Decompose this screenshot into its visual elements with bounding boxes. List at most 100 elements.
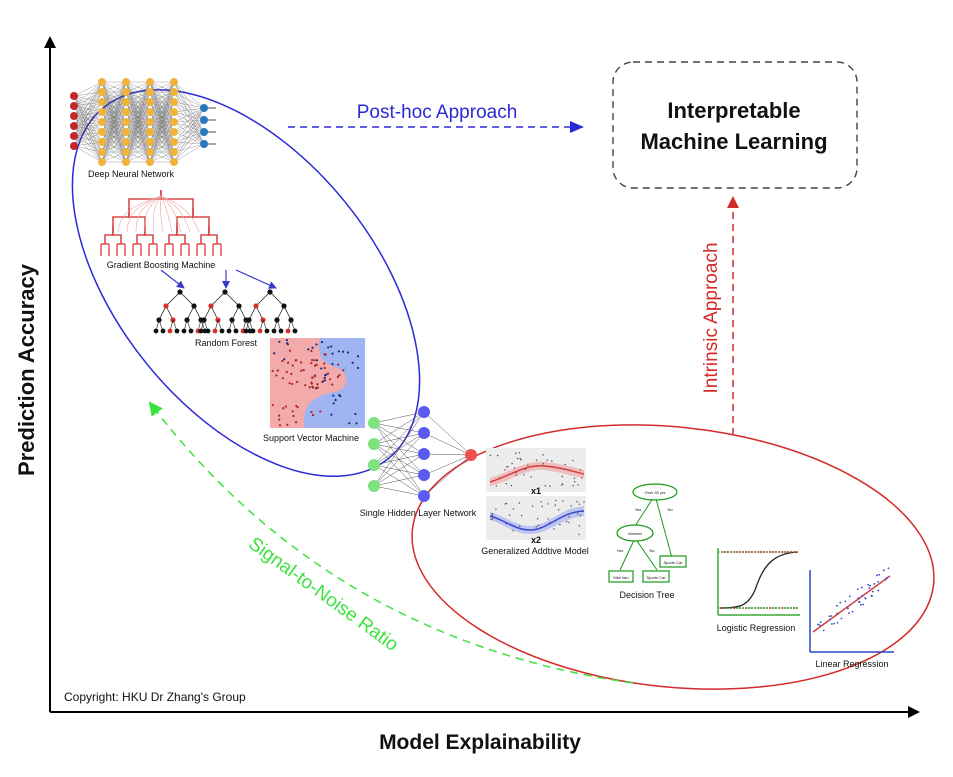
dnn-edge (73, 81, 103, 117)
linreg-point (848, 612, 850, 615)
logreg-point (775, 551, 777, 553)
dnn-edge (125, 91, 151, 163)
svm-point (276, 369, 279, 372)
dnn-hidden-node (146, 158, 154, 166)
svm-point (315, 359, 318, 362)
svm-point (302, 369, 305, 372)
svm-point (283, 358, 286, 361)
dnn-hidden-node (170, 148, 178, 156)
dnn-input-node (70, 132, 78, 140)
gbm-branch (208, 226, 218, 244)
gbm-branch (128, 208, 146, 226)
gam-point (504, 503, 506, 505)
gbm-faint-branch (160, 195, 191, 233)
dnn-hidden-node (170, 138, 178, 146)
rf-edge (158, 305, 167, 321)
logreg-point (787, 607, 789, 609)
gam-point (535, 459, 538, 461)
logreg-point (781, 551, 783, 553)
gam-point (566, 520, 568, 523)
svm-point (354, 412, 357, 416)
gam-point (574, 481, 576, 483)
logreg-point (724, 607, 726, 609)
rf-edge (193, 305, 202, 321)
svm-point (338, 374, 341, 377)
gam-point (537, 524, 540, 527)
rf-node (222, 289, 228, 295)
logreg-point (739, 607, 741, 609)
logreg-point (790, 607, 792, 609)
gam-point (504, 469, 506, 471)
gam-point (560, 484, 563, 486)
dt-mini-van: Mini Van (613, 575, 628, 580)
dnn-edge (125, 81, 151, 93)
dnn-edge (101, 111, 127, 163)
gbm-branch (144, 226, 154, 244)
logreg-point (751, 607, 753, 609)
logreg-point (736, 607, 738, 609)
shln-input-node (368, 480, 380, 492)
linreg-point (887, 567, 890, 570)
logreg-point (730, 607, 732, 609)
linreg-point (885, 577, 888, 579)
linreg-point (828, 615, 831, 618)
rf-leaf-node (278, 328, 284, 334)
logreg-point (769, 551, 771, 553)
linreg-point (867, 583, 870, 586)
gam-point (514, 452, 517, 455)
rf-leaf-node (292, 328, 298, 334)
gam-point (499, 477, 501, 479)
svm-point (281, 359, 284, 363)
svm-point (320, 367, 323, 370)
rf-leaf-node (271, 328, 277, 334)
svm-point (311, 386, 315, 389)
dnn-edge (73, 121, 103, 147)
svm-point (327, 346, 330, 349)
rf-leaf-node (198, 328, 204, 334)
gam-point (583, 501, 585, 503)
dnn-edge (73, 81, 103, 127)
logreg-point (796, 551, 798, 553)
gam-point (541, 505, 543, 508)
gam-point (568, 516, 570, 518)
dnn-edge (125, 81, 151, 163)
shln-input-node (368, 459, 380, 471)
linreg-point (862, 603, 864, 606)
gam-point (547, 518, 549, 520)
dnn-edge (73, 145, 103, 163)
dnn-edge (149, 81, 175, 163)
dnn-hidden-node (170, 78, 178, 86)
svm-point (282, 407, 285, 410)
gam-point (520, 514, 523, 517)
gam-point (490, 518, 492, 521)
shln-edge (423, 454, 472, 476)
dnn-edge (101, 81, 127, 163)
svm-point (323, 376, 326, 380)
dnn-output-node (200, 116, 208, 124)
dnn-hidden-node (146, 138, 154, 146)
svm-point (271, 369, 274, 373)
dt-label: Decision Tree (619, 590, 674, 600)
linreg-point (848, 595, 851, 598)
gbm-branch (112, 226, 122, 244)
rf-edge (179, 291, 195, 307)
gam-point (531, 505, 534, 507)
svm-point (310, 381, 313, 384)
dnn-edge (173, 131, 205, 163)
logreg-point (760, 551, 762, 553)
signal-to-noise-arrow (148, 401, 634, 684)
dnn-edge (173, 111, 205, 121)
shln-output-node (465, 449, 477, 461)
svm-point (310, 361, 313, 365)
dnn-edge (173, 107, 205, 123)
target-box-line2: Machine Learning (640, 129, 827, 154)
svm-point (300, 369, 303, 372)
svm-point (330, 413, 333, 416)
gam-point (572, 459, 574, 462)
decision-tree-icon (608, 483, 687, 583)
gam-point (578, 503, 581, 505)
svm-point (299, 361, 303, 364)
logreg-point (742, 551, 744, 553)
dnn-edge (101, 81, 127, 103)
